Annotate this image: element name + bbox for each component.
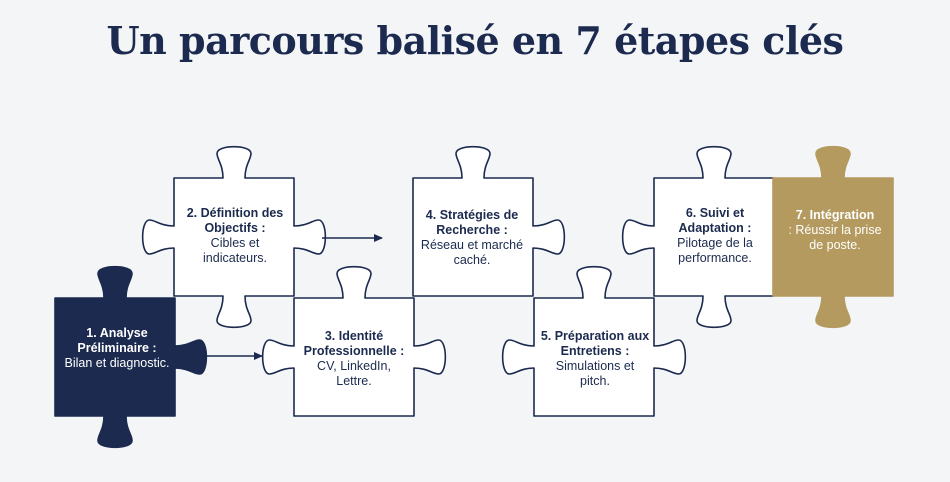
step-5-description: Simulations et pitch. [555, 359, 635, 388]
puzzle-piece-2 [141, 145, 327, 329]
step-4-label: 4. Stratégies de Recherche : Réseau et m… [415, 208, 529, 268]
step-4-title: 4. Stratégies de Recherche : [425, 208, 519, 237]
step-5-title: 5. Préparation aux Entretiens : [540, 329, 650, 358]
step-7-label: 7. Intégration : Réussir la prise de pos… [783, 208, 887, 253]
step-7-title: 7. Intégration [795, 208, 875, 222]
step-4-description: Réseau et marché caché. [420, 238, 524, 267]
step-1-label: 1. Analyse Préliminaire : Bilan et diagn… [62, 326, 172, 371]
puzzle-piece-4 [412, 145, 566, 297]
step-6-description: Pilotage de la performance. [677, 236, 753, 265]
step-3-description: CV, LinkedIn, Lettre. [317, 359, 391, 388]
puzzle-piece-1 [54, 265, 208, 449]
step-6-title: 6. Suivi et Adaptation : [678, 206, 752, 235]
step-2-description: Cibles et indicateurs. [203, 236, 267, 265]
puzzle-piece-6 [621, 145, 775, 329]
puzzle-piece-7 [772, 145, 894, 329]
page-title: Un parcours balisé en 7 étapes clés [106, 18, 844, 63]
step-3-title: 3. Identité Professionnelle : [303, 329, 405, 358]
step-3-label: 3. Identité Professionnelle : CV, Linked… [299, 329, 409, 389]
step-2-title: 2. Définition des Objectifs : [186, 206, 284, 235]
step-2-label: 2. Définition des Objectifs : Cibles et … [180, 206, 290, 266]
step-5-label: 5. Préparation aux Entretiens : Simulati… [540, 329, 650, 389]
puzzle-piece-5 [501, 265, 687, 417]
step-6-label: 6. Suivi et Adaptation : Pilotage de la … [660, 206, 770, 266]
step-1-title: 1. Analyse Préliminaire : [77, 326, 157, 355]
step-1-description: Bilan et diagnostic. [64, 356, 170, 370]
step-7-description: : Réussir la prise de poste. [788, 223, 882, 252]
